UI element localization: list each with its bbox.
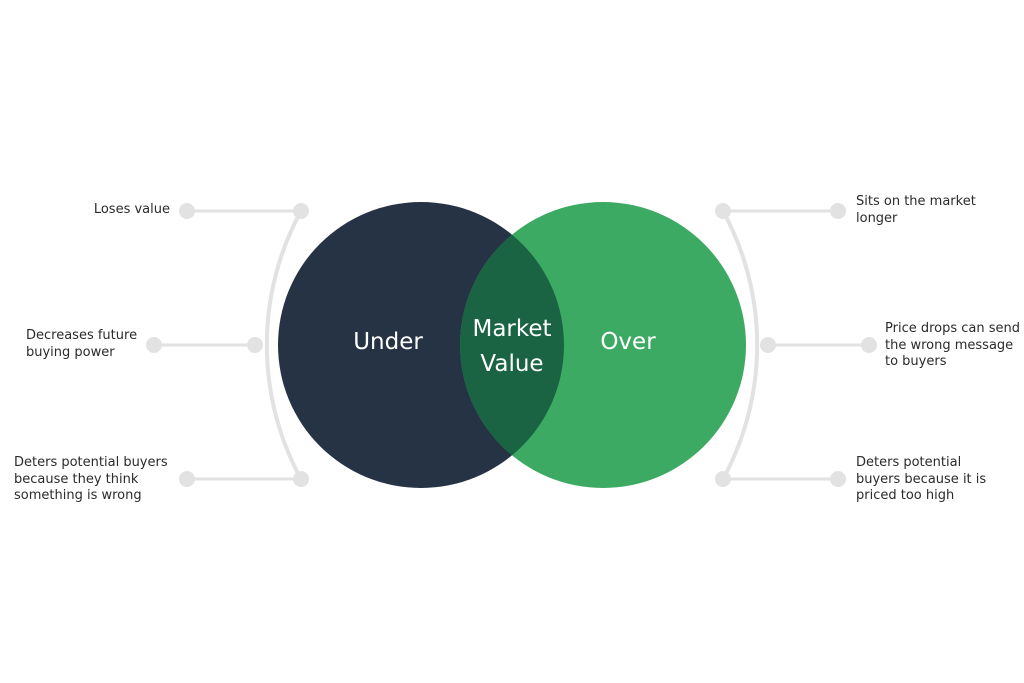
left-note-1: Loses value xyxy=(93,202,170,217)
right-bracket-arc xyxy=(721,210,760,480)
right-dot-inner-3 xyxy=(715,471,731,487)
right-dot-outer-2 xyxy=(861,337,877,353)
left-dot-inner-3 xyxy=(293,471,309,487)
right-note-3: Deters potential buyers because it is pr… xyxy=(856,455,987,503)
left-dot-outer-3 xyxy=(179,471,195,487)
under-label: Under xyxy=(353,329,423,355)
right-dot-outer-1 xyxy=(830,203,846,219)
market-value-label-line2: Value xyxy=(480,351,543,377)
right-dot-inner-1 xyxy=(715,203,731,219)
left-dot-inner-2 xyxy=(247,337,263,353)
market-value-overlap xyxy=(460,202,564,488)
right-note-1: Sits on the market longer xyxy=(856,194,976,226)
left-dot-outer-2 xyxy=(146,337,162,353)
left-dot-outer-1 xyxy=(179,203,195,219)
right-dot-inner-2 xyxy=(760,337,776,353)
left-note-2: Decreases future buying power xyxy=(26,328,138,360)
market-value-label-line1: Market xyxy=(472,316,551,342)
left-dot-inner-1 xyxy=(293,203,309,219)
over-label: Over xyxy=(600,329,656,355)
right-note-2: Price drops can send the wrong message t… xyxy=(885,321,1021,369)
left-note-3: Deters potential buyers because they thi… xyxy=(14,455,168,503)
left-bracket-arc xyxy=(264,210,303,480)
right-dot-outer-3 xyxy=(830,471,846,487)
